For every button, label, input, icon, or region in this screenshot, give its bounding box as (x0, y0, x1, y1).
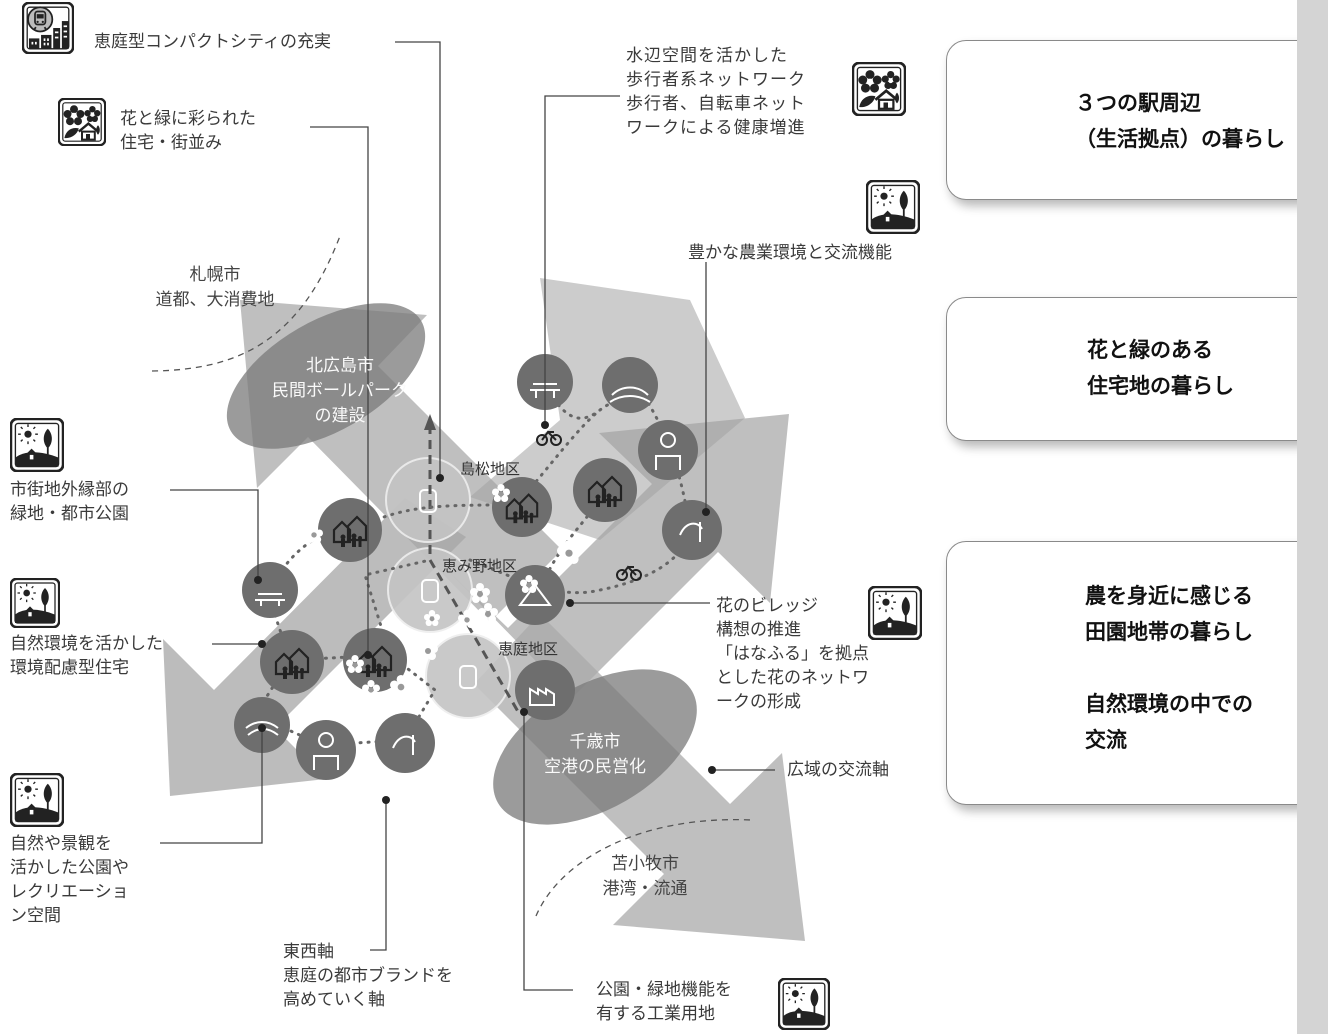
park-circle (242, 562, 298, 618)
wide-axis-label: 広域の交流軸 (787, 760, 889, 780)
rural-life-card-text: 農を身近に感じる 田園地帯の暮らし 自然環境の中での 交流 (1085, 584, 1253, 752)
right-sidebar (1297, 0, 1328, 1034)
station-life-card: ３つの駅周辺 （生活拠点）の暮らし (946, 40, 1320, 200)
farmer-circle (638, 420, 698, 480)
urban-edge-label: 市街地外縁部の 緑地・都市公園 (10, 480, 129, 524)
eniwa-district-label: 恵庭地区 (498, 640, 559, 658)
food-circle (662, 500, 722, 560)
station-city-icon (22, 2, 74, 54)
parks-label: 自然や景観を 活かした公園や レクリエーショ ン空間 (10, 834, 129, 926)
kitahiroshima-ellipse (226, 303, 426, 449)
shimamatsu-station-circle (385, 457, 471, 543)
sapporo-boundary (151, 235, 341, 372)
train-icon (421, 579, 439, 603)
flower-residential-card: 花と緑のある 住宅地の暮らし (946, 297, 1320, 441)
farm-landscape-icon (10, 578, 60, 628)
waterside-network-label: 水辺空間を活かした 歩行者系ネットワーク 歩行者、自転車ネット ワークによる健康… (626, 46, 806, 138)
station-life-card-text: ３つの駅周辺 （生活拠点）の暮らし (1075, 91, 1285, 151)
eco-housing-label: 自然環境を活かした 環境配慮型住宅 (10, 634, 163, 678)
compact-city-label: 恵庭型コンパクトシティの充実 (94, 32, 331, 52)
east-west-axis-line (428, 425, 522, 716)
tomakomai-label: 苫小牧市 港湾・流通 (602, 854, 688, 899)
farm-landscape-icon (866, 180, 920, 234)
leader-lines (160, 41, 775, 991)
food-circle (375, 713, 435, 773)
train-icon (419, 489, 437, 513)
flower-house-icon (58, 98, 106, 146)
nature-circle (505, 565, 565, 625)
farm-landscape-icon (10, 418, 64, 472)
flowers-housing-label: 花と緑に彩られた 住宅・街並み (120, 109, 256, 153)
flower-village-label: 花のビレッジ 構想の推進 「はなふる」を拠点 とした花のネットワ ークの形成 (716, 596, 869, 712)
farm-landscape-icon (10, 773, 64, 827)
shimamatsu-district-label: 島松地区 (460, 460, 521, 478)
kitahiroshima-label: 北広島市 民間ボールパーク の建設 (272, 356, 408, 426)
bicycle-icon (536, 430, 642, 581)
axis-arrowhead (424, 414, 436, 430)
wide-axis-arrow-ne (432, 414, 789, 698)
farm-landscape-icon (868, 586, 922, 640)
farm-landscape-icon (778, 978, 830, 1030)
east-west-axis-label: 東西軸 恵庭の都市ブランドを 高めていく軸 (283, 942, 453, 1010)
tomakomai-boundary (535, 818, 753, 917)
eniwa-station-circle (425, 633, 511, 719)
rural-life-card: 農を身近に感じる 田園地帯の暮らし 自然環境の中での 交流 (946, 541, 1320, 805)
agriculture-label: 豊かな農業環境と交流機能 (688, 243, 892, 263)
sapporo-label: 札幌市 道都、大消費地 (155, 265, 275, 310)
field-circle (602, 357, 658, 413)
train-icon (459, 665, 477, 689)
megumino-district-label: 恵み野地区 (442, 557, 518, 575)
farmer-circle (296, 720, 356, 780)
flower-residential-card-text: 花と緑のある 住宅地の暮らし (1087, 338, 1234, 398)
industrial-label: 公園・緑地機能を 有する工業用地 (596, 980, 732, 1024)
chitose-label: 千歳市 空港の民営化 (544, 732, 646, 777)
flower-house-icon (852, 62, 906, 116)
